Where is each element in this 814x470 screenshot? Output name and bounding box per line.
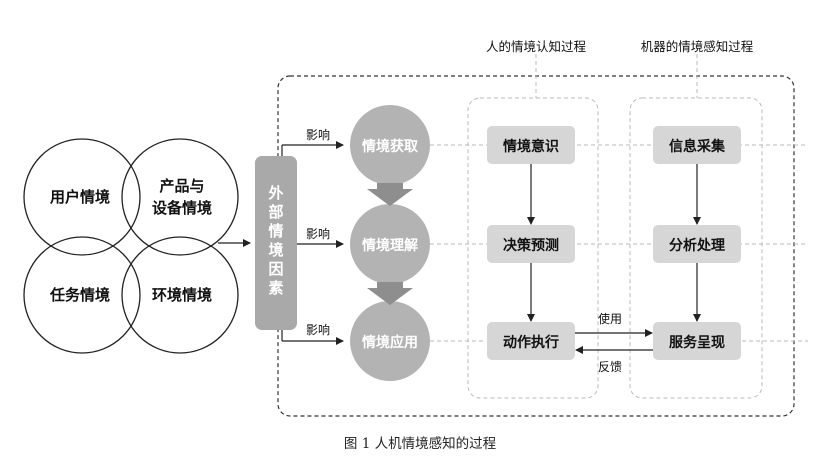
user-situation-label: 用户情境 [49, 188, 110, 206]
human-step-label-1: 情境意识 [503, 139, 559, 155]
human-process-title: 人的情境认知过程 [485, 39, 586, 54]
environment-situation-label: 环境情境 [151, 286, 212, 304]
human-step-box-2 [487, 225, 575, 263]
machine-step-label-1: 信息采集 [669, 139, 725, 155]
human-step-box-3 [487, 322, 575, 360]
influence-label-3: 影响 [306, 323, 331, 337]
machine-step-box-3 [653, 322, 741, 360]
stage-label-acquire: 情境获取 [362, 139, 418, 155]
human-process-frame [467, 97, 599, 399]
environment-situation-circle [121, 236, 239, 354]
external-factors-bar [255, 156, 297, 330]
stage-down-arrow-1 [367, 183, 413, 206]
product-situation-label-line1: 产品与 [159, 177, 205, 195]
stage-circle-understand [350, 204, 430, 284]
stage-down-arrow-2 [367, 282, 413, 305]
machine-step-label-3: 服务呈现 [669, 335, 725, 351]
machine-step-label-2: 分析处理 [669, 238, 725, 254]
machine-step-box-1 [653, 126, 741, 164]
stage-label-understand: 情境理解 [362, 238, 418, 254]
product-situation-label-line2: 设备情境 [151, 199, 212, 217]
machine-process-title: 机器的情境感知过程 [640, 39, 754, 54]
stage-circle-acquire [350, 105, 430, 185]
use-label: 使用 [598, 312, 623, 326]
product-situation-circle [121, 138, 239, 256]
influence-label-2: 影响 [306, 227, 331, 241]
task-situation-label: 任务情境 [49, 286, 110, 304]
feedback-label: 反馈 [598, 360, 623, 374]
human-step-box-1 [487, 126, 575, 164]
user-situation-circle [23, 138, 141, 256]
external-factors-label: 外部情境因素 [268, 184, 284, 297]
machine-process-frame [629, 97, 763, 399]
machine-step-box-2 [653, 225, 741, 263]
stage-label-apply: 情境应用 [362, 335, 418, 351]
influence-label-1: 影响 [306, 128, 331, 142]
figure-caption: 图 1 人机情境感知的过程 [343, 436, 497, 452]
stage-circle-apply [350, 301, 430, 381]
human-step-label-3: 动作执行 [503, 335, 559, 351]
task-situation-circle [23, 236, 141, 354]
human-step-label-2: 决策预测 [503, 238, 559, 254]
